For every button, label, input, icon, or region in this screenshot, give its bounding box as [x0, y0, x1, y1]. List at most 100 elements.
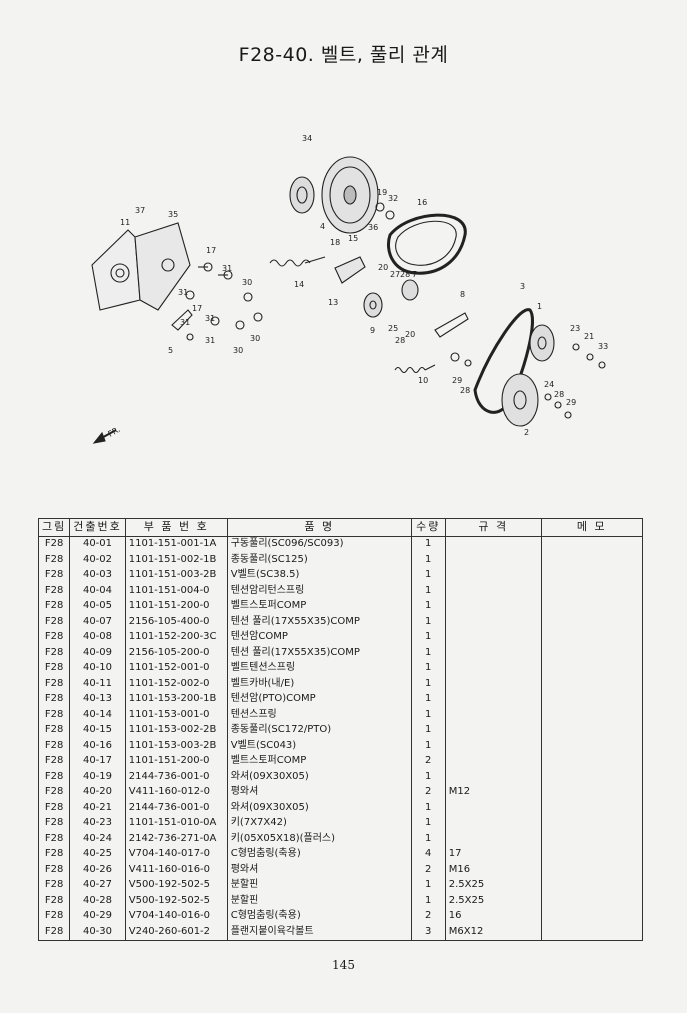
cell-part: V500-192-502-5 [124, 878, 228, 894]
cell-ref: 40-09 [69, 645, 126, 661]
callout: 31 [222, 264, 232, 273]
cell-spec [444, 599, 542, 615]
v-belt-16 [387, 213, 467, 275]
callout: 20 [378, 263, 388, 272]
cell-ref: 40-30 [69, 924, 126, 941]
callout: 31 [205, 336, 215, 345]
pulley-small [289, 176, 315, 214]
cell-qty: 1 [410, 893, 446, 909]
callout: 28 [400, 270, 410, 279]
cell-name: V벨트(SC043) [226, 738, 412, 754]
cell-name: 텐션 풀리(17X55X35)COMP [226, 645, 412, 661]
col-header-qty: 수량 [410, 518, 446, 537]
cell-spec [444, 630, 542, 646]
cell-ref: 40-27 [69, 878, 126, 894]
cell-memo [540, 769, 643, 785]
cell-memo [540, 862, 643, 878]
cell-ref: 40-07 [69, 614, 126, 630]
cell-ref: 40-11 [69, 676, 126, 692]
cell-fig: F28 [37, 909, 71, 925]
cell-fig: F28 [37, 645, 71, 661]
cell-part: 1101-151-010-0A [124, 816, 228, 832]
callout: 28 [395, 336, 405, 345]
parts-table: 그림 건출번호 부 품 번 호 품 명 수량 규 격 메 모 F28 40-01 1… [37, 518, 643, 941]
cell-fig: F28 [37, 847, 71, 863]
cell-qty: 4 [410, 847, 446, 863]
tension-arm-13 [334, 256, 366, 284]
cell-ref: 40-15 [69, 723, 126, 739]
cell-fig: F28 [37, 862, 71, 878]
cell-part: 1101-152-002-0 [124, 676, 228, 692]
callout: 31 [178, 288, 188, 297]
callout: 11 [120, 218, 130, 227]
cell-fig: F28 [37, 769, 71, 785]
cell-ref: 40-21 [69, 800, 126, 816]
cell-spec [444, 676, 542, 692]
cell-qty: 2 [410, 909, 446, 925]
cell-part: V411-160-012-0 [124, 785, 228, 801]
cell-fig: F28 [37, 676, 71, 692]
cell-spec [444, 769, 542, 785]
cell-ref: 40-25 [69, 847, 126, 863]
col-header-spec: 규 격 [444, 518, 542, 537]
cell-ref: 40-13 [69, 692, 126, 708]
cell-spec [444, 707, 542, 723]
cell-name: 벨트텐션스프링 [226, 661, 412, 677]
cell-part: V704-140-016-0 [124, 909, 228, 925]
cell-name: 벨트스토퍼COMP [226, 754, 412, 770]
cell-fig: F28 [37, 785, 71, 801]
cell-name: 플랜지붙이육각볼트 [226, 924, 412, 941]
cell-memo [540, 614, 643, 630]
callout: 32 [388, 194, 398, 203]
cell-memo [540, 583, 643, 599]
callout: 31 [205, 314, 215, 323]
cell-name: 텐션암리턴스프링 [226, 583, 412, 599]
cell-fig: F28 [37, 831, 71, 847]
belt-cover-plate [91, 229, 141, 311]
cell-ref: 40-29 [69, 909, 126, 925]
cell-name: 와셔(09X30X05) [226, 769, 412, 785]
cell-ref: 40-05 [69, 599, 126, 615]
callout: 23 [570, 324, 580, 333]
cell-qty: 1 [410, 723, 446, 739]
callout: 14 [294, 280, 304, 289]
tension-pulley-7 [401, 279, 419, 301]
cell-name: 종동풀리(SC125) [226, 552, 412, 568]
cell-fig: F28 [37, 599, 71, 615]
cell-memo [540, 831, 643, 847]
cell-memo [540, 630, 643, 646]
callout: 28 [554, 390, 564, 399]
cell-name: 키(05X05X18)(플러스) [226, 831, 412, 847]
cell-fig: F28 [37, 707, 71, 723]
cell-qty: 1 [410, 676, 446, 692]
cell-name: 키(7X7X42) [226, 816, 412, 832]
cell-name: 텐션스프링 [226, 707, 412, 723]
cell-part: 1101-152-001-0 [124, 661, 228, 677]
callout: 36 [368, 223, 378, 232]
callout: 30 [250, 334, 260, 343]
cell-fig: F28 [37, 723, 71, 739]
cell-part: 1101-151-004-0 [124, 583, 228, 599]
cell-ref: 40-24 [69, 831, 126, 847]
callout: 34 [302, 134, 312, 143]
cell-qty: 1 [410, 599, 446, 615]
tension-pulley-9 [363, 292, 383, 318]
cell-memo [540, 800, 643, 816]
table-header-row: 그림 건출번호 부 품 번 호 품 명 수량 규 격 메 모 [37, 518, 643, 537]
cell-part: 1101-153-001-0 [124, 707, 228, 723]
cell-name: 와셔(09X30X05) [226, 800, 412, 816]
cell-part: 2144-736-001-0 [124, 800, 228, 816]
callout: 37 [135, 206, 145, 215]
cell-ref: 40-01 [69, 536, 126, 553]
tension-arm-5 [171, 309, 193, 331]
